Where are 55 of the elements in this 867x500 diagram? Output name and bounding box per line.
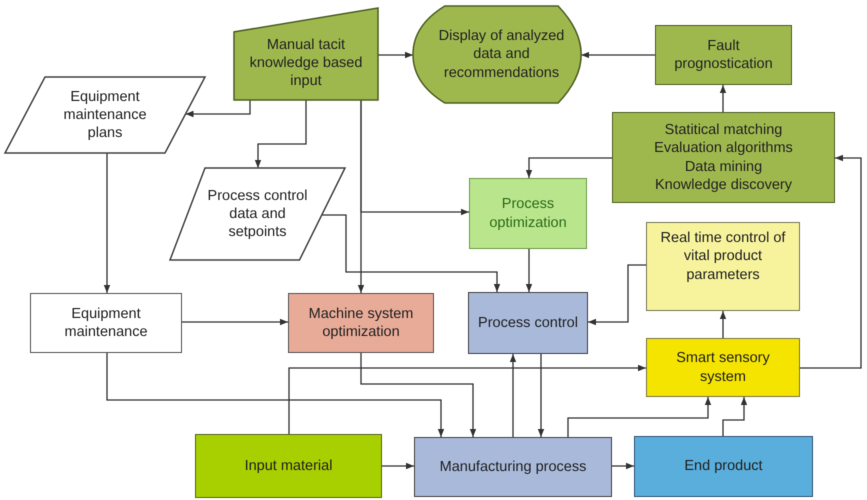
arrow	[720, 311, 726, 338]
node-label: Process control data and setpoints	[206, 186, 308, 242]
arrow	[106, 353, 444, 437]
node-label: Evaluation algorithms	[654, 139, 793, 158]
node-label: Equipment maintenance plans	[62, 88, 148, 142]
arrow	[538, 354, 544, 437]
node-label: Real time control of vital product parameters	[660, 229, 786, 284]
arrow	[382, 462, 414, 470]
arrow	[510, 354, 516, 437]
process-box	[195, 434, 382, 498]
arrow	[182, 318, 288, 326]
process-box	[288, 293, 434, 353]
node-label: Manufacturing process	[440, 458, 586, 476]
node-label: Machine system optimization	[308, 304, 414, 342]
node-label: Process optimization	[488, 195, 568, 232]
process-box	[646, 222, 800, 311]
node-label: Input material	[244, 456, 332, 476]
data-parallelogram	[170, 168, 345, 260]
arrow	[588, 264, 646, 326]
arrow	[360, 100, 469, 216]
node-label: Equipment maintenance	[63, 304, 149, 342]
arrow	[722, 397, 748, 436]
arrow	[104, 153, 110, 293]
arrow	[322, 214, 500, 292]
arrow	[288, 364, 646, 434]
arrow	[378, 52, 413, 58]
arrow	[612, 462, 634, 470]
arrow	[720, 85, 726, 112]
process-box	[646, 338, 800, 397]
arrow	[526, 157, 612, 178]
arrow	[581, 52, 655, 58]
process-box	[414, 437, 612, 497]
node-label: Display of analyzed data and recommendations	[438, 27, 566, 82]
process-box	[634, 436, 813, 497]
node-label: Knowledge discovery	[654, 176, 792, 194]
node-label: Smart sensory system	[675, 349, 771, 386]
arrow	[360, 353, 476, 437]
node-label: End product	[684, 457, 763, 476]
arrow	[526, 249, 532, 292]
process-box	[655, 25, 792, 85]
arrow	[186, 100, 251, 118]
node-label: Data mining	[684, 158, 762, 176]
node-label: Statitical matching	[664, 121, 782, 140]
data-parallelogram	[5, 77, 205, 153]
arrow	[254, 100, 307, 168]
node-label: Manual tacit knowledge based input	[248, 36, 364, 90]
arrow	[800, 154, 862, 369]
process-box	[612, 112, 835, 203]
process-box	[469, 178, 587, 249]
arrow	[567, 397, 712, 437]
process-box	[468, 292, 588, 354]
node-label: Process control	[478, 314, 578, 332]
node-label: Fault prognostication	[673, 36, 774, 74]
process-box	[30, 293, 182, 353]
input-box	[234, 8, 378, 100]
